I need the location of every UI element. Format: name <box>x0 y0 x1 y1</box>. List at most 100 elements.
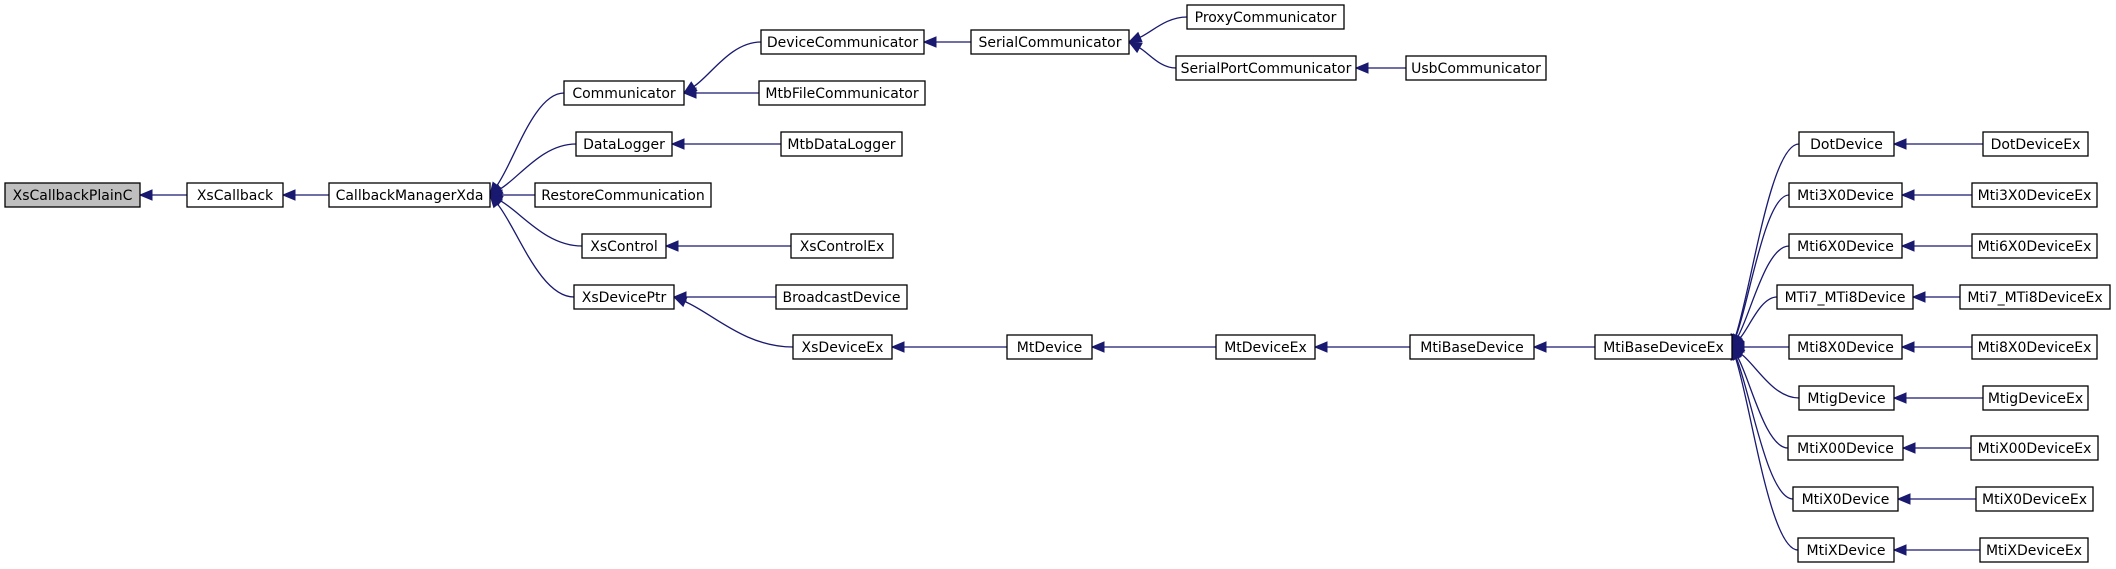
node-box[interactable] <box>1792 486 1899 512</box>
node-box[interactable] <box>1409 334 1535 360</box>
edge-line <box>1737 357 1789 449</box>
node-label: XsDevicePtr <box>582 290 667 306</box>
class-node-mti3-x0-device-ex[interactable]: Mti3X0DeviceEx <box>1971 182 2098 208</box>
class-node-mti-x0-device-ex[interactable]: MtiX0DeviceEx <box>1975 486 2094 512</box>
node-box[interactable] <box>1982 131 2089 157</box>
edge-mti-x0-device-to-mti-base-device-ex <box>1731 345 1794 500</box>
class-node-serial-communicator[interactable]: SerialCommunicator <box>970 29 1130 55</box>
class-node-xs-control[interactable]: XsControl <box>581 233 667 259</box>
node-box[interactable] <box>1594 334 1733 360</box>
node-box[interactable] <box>1788 182 1903 208</box>
class-node-mti7-mti8-device-ex[interactable]: Mti7_MTi8DeviceEx <box>1959 284 2111 310</box>
node-box[interactable] <box>1798 385 1895 411</box>
class-node-mti-x00-device[interactable]: MtiX00Device <box>1787 435 1904 461</box>
class-node-mti-base-device[interactable]: MtiBaseDevice <box>1409 334 1535 360</box>
class-node-mti-x00-device-ex[interactable]: MtiX00DeviceEx <box>1970 435 2099 461</box>
node-box[interactable] <box>1798 131 1895 157</box>
node-box[interactable] <box>1971 334 2098 360</box>
class-node-serial-port-communicator[interactable]: SerialPortCommunicator <box>1175 55 1357 81</box>
node-box[interactable] <box>790 233 894 259</box>
arrowhead <box>922 36 937 48</box>
node-box[interactable] <box>792 334 893 360</box>
node-box[interactable] <box>758 80 926 106</box>
class-node-usb-communicator[interactable]: UsbCommunicator <box>1405 55 1547 81</box>
node-box[interactable] <box>4 182 141 208</box>
class-node-communicator[interactable]: Communicator <box>563 80 685 106</box>
class-node-dot-device-ex[interactable]: DotDeviceEx <box>1982 131 2089 157</box>
class-node-xs-device-ptr[interactable]: XsDevicePtr <box>573 284 675 310</box>
edge-line <box>497 203 575 298</box>
class-node-mti-xdevice-ex[interactable]: MtiXDeviceEx <box>1979 537 2089 563</box>
class-node-xs-control-ex[interactable]: XsControlEx <box>790 233 894 259</box>
node-box[interactable] <box>1215 334 1316 360</box>
node-box[interactable] <box>1797 537 1895 563</box>
node-label: MtDeviceEx <box>1224 340 1307 356</box>
node-box[interactable] <box>970 29 1130 55</box>
node-box[interactable] <box>1405 55 1547 81</box>
node-box[interactable] <box>1971 182 2098 208</box>
class-node-mti6-x0-device-ex[interactable]: Mti6X0DeviceEx <box>1971 233 2098 259</box>
node-box[interactable] <box>1175 55 1357 81</box>
node-box[interactable] <box>563 80 685 106</box>
class-node-mti-x0-device[interactable]: MtiX0Device <box>1792 486 1899 512</box>
class-node-restore-communication[interactable]: RestoreCommunication <box>534 182 712 208</box>
class-node-data-logger[interactable]: DataLogger <box>575 131 673 157</box>
arrowhead <box>1313 341 1328 353</box>
arrowhead <box>1532 341 1547 353</box>
class-node-mtig-device[interactable]: MtigDevice <box>1798 385 1895 411</box>
node-box[interactable] <box>1970 435 2099 461</box>
class-node-xs-callback[interactable]: XsCallback <box>186 182 284 208</box>
edge-callback-manager-xda-to-xs-callback <box>281 189 329 201</box>
class-node-mtb-file-communicator[interactable]: MtbFileCommunicator <box>758 80 926 106</box>
node-box[interactable] <box>186 182 284 208</box>
node-box[interactable] <box>581 233 667 259</box>
class-node-xs-callback-plain-c[interactable]: XsCallbackPlainC <box>4 182 141 208</box>
node-label: UsbCommunicator <box>1411 61 1541 77</box>
class-node-mti7-mti8-device[interactable]: MTi7_MTi8Device <box>1776 284 1914 310</box>
node-box[interactable] <box>1006 334 1093 360</box>
node-box[interactable] <box>573 284 675 310</box>
node-box[interactable] <box>780 131 903 157</box>
node-box[interactable] <box>1982 385 2089 411</box>
class-node-mtig-device-ex[interactable]: MtigDeviceEx <box>1982 385 2089 411</box>
node-box[interactable] <box>575 131 673 157</box>
node-box[interactable] <box>328 182 491 208</box>
class-node-broadcast-device[interactable]: BroadcastDevice <box>775 284 908 310</box>
arrowhead <box>670 138 685 150</box>
node-label: BroadcastDevice <box>782 290 900 306</box>
class-node-mti8-x0-device-ex[interactable]: Mti8X0DeviceEx <box>1971 334 2098 360</box>
edge-mti7-mti8-device-to-mti-base-device-ex <box>1731 296 1778 348</box>
edge-device-communicator-to-communicator <box>682 41 762 94</box>
node-box[interactable] <box>1186 4 1345 30</box>
class-node-xs-device-ex[interactable]: XsDeviceEx <box>792 334 893 360</box>
class-node-mti-xdevice[interactable]: MtiXDevice <box>1797 537 1895 563</box>
class-node-mtb-data-logger[interactable]: MtbDataLogger <box>780 131 903 157</box>
node-box[interactable] <box>1776 284 1914 310</box>
class-node-dot-device[interactable]: DotDevice <box>1798 131 1895 157</box>
node-box[interactable] <box>1788 233 1903 259</box>
edge-line <box>693 41 762 87</box>
node-box[interactable] <box>1959 284 2111 310</box>
node-box[interactable] <box>775 284 908 310</box>
node-box[interactable] <box>1971 233 2098 259</box>
node-box[interactable] <box>1979 537 2089 563</box>
node-label: XsCallbackPlainC <box>13 188 133 204</box>
node-box[interactable] <box>1975 486 2094 512</box>
node-box[interactable] <box>1788 334 1903 360</box>
class-node-device-communicator[interactable]: DeviceCommunicator <box>760 29 925 55</box>
edge-serial-communicator-to-device-communicator <box>922 36 971 48</box>
class-node-callback-manager-xda[interactable]: CallbackManagerXda <box>328 182 491 208</box>
node-box[interactable] <box>534 182 712 208</box>
node-label: SerialCommunicator <box>979 35 1122 51</box>
node-box[interactable] <box>760 29 925 55</box>
node-box[interactable] <box>1787 435 1904 461</box>
edge-line <box>1735 358 1799 551</box>
edge-mti-xdevice-ex-to-mti-xdevice <box>1892 544 1980 556</box>
class-node-mti3-x0-device[interactable]: Mti3X0Device <box>1788 182 1903 208</box>
class-node-mti6-x0-device[interactable]: Mti6X0Device <box>1788 233 1903 259</box>
class-node-mt-device[interactable]: MtDevice <box>1006 334 1093 360</box>
class-node-mti-base-device-ex[interactable]: MtiBaseDeviceEx <box>1594 334 1733 360</box>
class-node-mt-device-ex[interactable]: MtDeviceEx <box>1215 334 1316 360</box>
class-node-mti8-x0-device[interactable]: Mti8X0Device <box>1788 334 1903 360</box>
class-node-proxy-communicator[interactable]: ProxyCommunicator <box>1186 4 1345 30</box>
